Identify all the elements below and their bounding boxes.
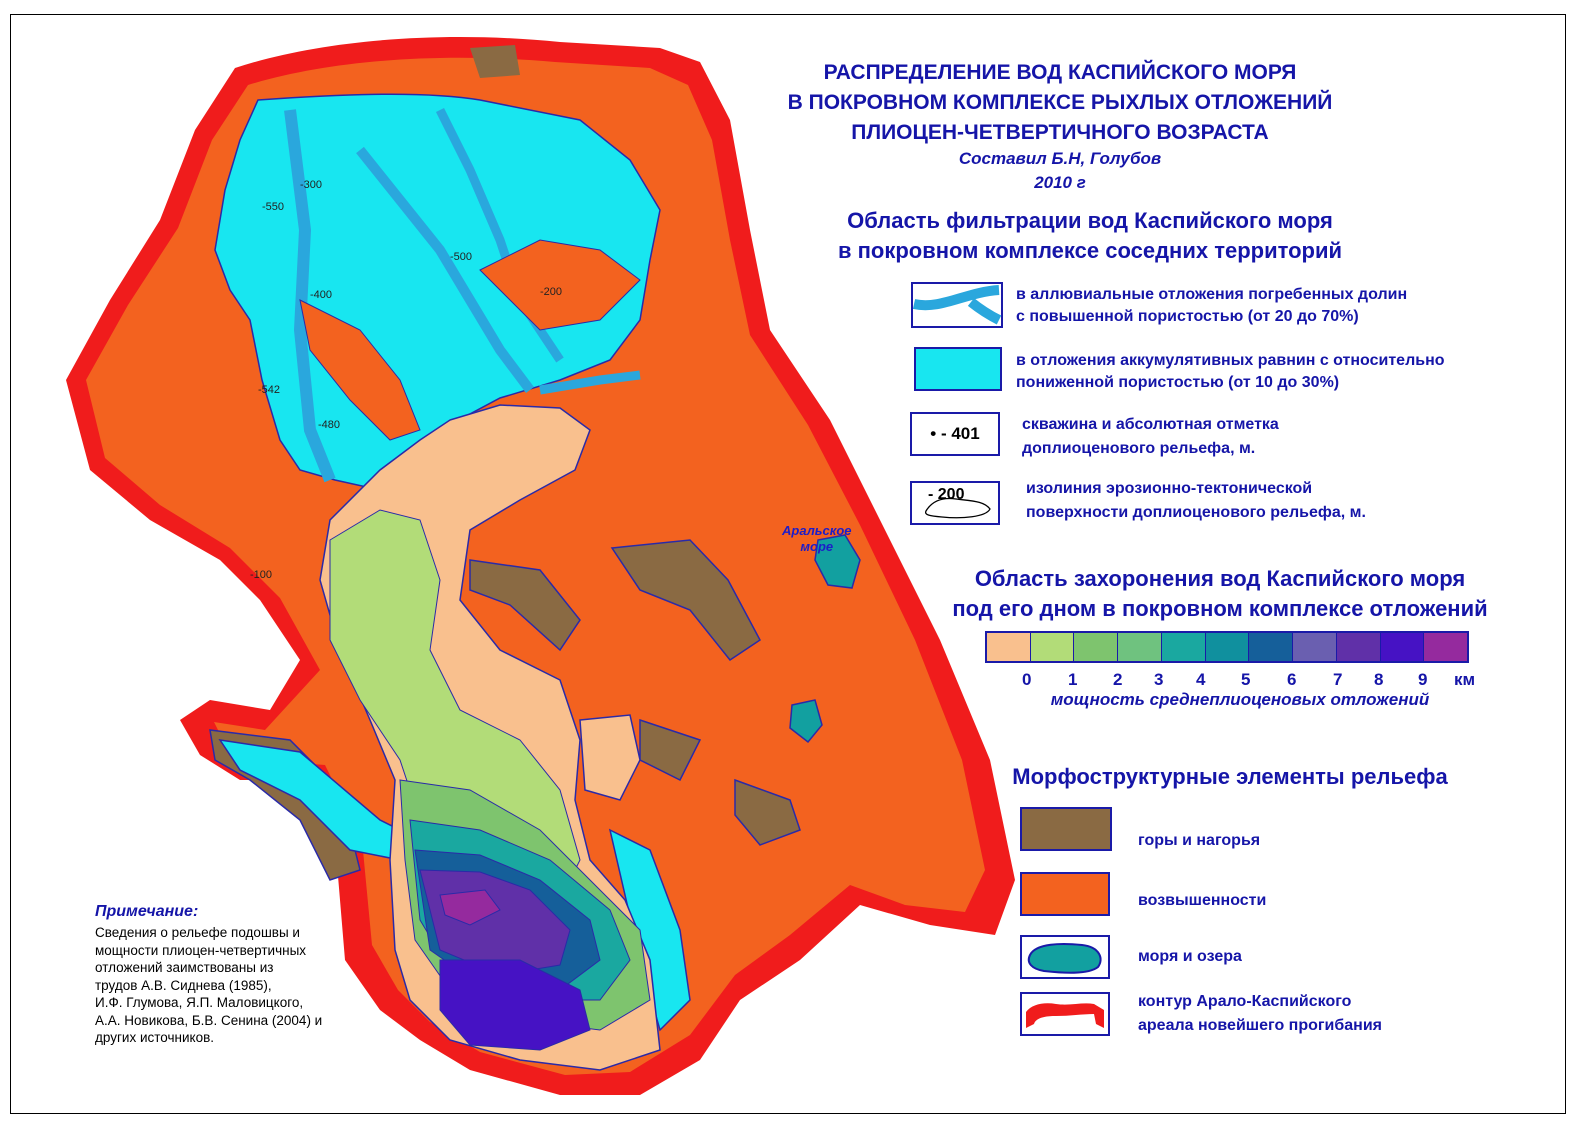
author: Составил Б.Н, Голубов bbox=[958, 149, 1162, 168]
contour-label: -550 bbox=[262, 201, 284, 213]
legend-well-line1: скважина и абсолютная отметка bbox=[1022, 416, 1279, 433]
buried-valley bbox=[356, 146, 534, 393]
plateau bbox=[579, 714, 641, 801]
legend-contour-line1: контур Арало-Каспийского bbox=[1138, 993, 1352, 1010]
scale-label-8: 8 bbox=[1374, 670, 1384, 689]
isoline-icon bbox=[924, 497, 991, 519]
legend-plains-line1: в отложения аккумулятивных равнин с отно… bbox=[1016, 352, 1445, 369]
scale-label-6: 6 bbox=[1287, 670, 1297, 689]
scale-cell-8 bbox=[1335, 633, 1380, 661]
contour-label: -480 bbox=[318, 419, 340, 431]
caspian-zone-1 bbox=[329, 509, 581, 901]
note-line: других источников. bbox=[95, 1030, 215, 1045]
scale-label-1: 1 bbox=[1068, 670, 1078, 689]
mountain-patch bbox=[639, 718, 702, 782]
mountain-patch bbox=[734, 778, 801, 846]
mountain-patch bbox=[469, 559, 581, 652]
note-body: Сведения о рельефе подошвы и мощности пл… bbox=[95, 924, 395, 1047]
caspian-zone-10 bbox=[439, 889, 501, 926]
scale-cell-1 bbox=[1029, 633, 1074, 661]
scale-label-7: 7 bbox=[1333, 670, 1343, 689]
legend-valley-line1: в аллювиальные отложения погребенных дол… bbox=[1016, 286, 1408, 303]
lake-icon bbox=[1027, 943, 1102, 974]
scale-cell-6 bbox=[1248, 633, 1293, 661]
scale-label-9: 9 bbox=[1418, 670, 1428, 689]
contour-label: -300 bbox=[300, 179, 322, 191]
contour-label: -542 bbox=[258, 384, 280, 396]
year: 2010 г bbox=[1034, 173, 1086, 192]
accumulative-plains bbox=[214, 93, 661, 491]
title-line1: РАСПРЕДЕЛЕНИЕ ВОД КАСПИЙСКОГО МОРЯ bbox=[823, 61, 1297, 84]
note-line: мощности плиоцен-четвертичных bbox=[95, 942, 307, 958]
note-line: Сведения о рельефе подошвы и bbox=[95, 925, 300, 940]
caspian-zone-9 bbox=[439, 959, 591, 1051]
scale-label-3: 3 bbox=[1154, 670, 1164, 689]
aral-sea-label: Аральское море bbox=[782, 523, 852, 555]
burial-heading-line1: Область захоронения вод Каспийского моря bbox=[974, 566, 1466, 591]
contour-label: -100 bbox=[250, 569, 272, 581]
legend-uplands: возвышенности bbox=[1138, 892, 1267, 909]
thickness-scale-bar bbox=[985, 631, 1469, 663]
scale-label-5: 5 bbox=[1241, 670, 1251, 689]
valley-swatch bbox=[911, 282, 1003, 328]
contour-swatch bbox=[1020, 992, 1110, 1036]
seas-swatch bbox=[1020, 935, 1110, 979]
legend-isoline-line1: изолиния эрозионно-тектонической bbox=[1026, 480, 1313, 497]
upland-island bbox=[479, 239, 641, 331]
plains-swatch bbox=[914, 347, 1002, 391]
filtration-heading-line1: Область фильтрации вод Каспийского моря bbox=[847, 208, 1333, 233]
scale-cell-5 bbox=[1204, 633, 1249, 661]
legend-mountains: горы и нагорья bbox=[1138, 832, 1261, 849]
legend-contour-line2: ареала новейшего прогибания bbox=[1138, 1017, 1383, 1034]
note-line: И.Ф. Глумова, Я.П. Маловицкого, bbox=[95, 995, 304, 1010]
mountain-patch bbox=[610, 539, 761, 662]
note-line: трудов А.В. Сиднева (1985), bbox=[95, 977, 272, 993]
scale-label-10: км bbox=[1454, 670, 1476, 689]
burial-heading-line2: под его дном в покровном комплексе отлож… bbox=[952, 596, 1488, 621]
aral-label-line1: Аральское bbox=[782, 523, 852, 538]
well-swatch: • - 401 bbox=[910, 412, 1000, 456]
scale-label-4: 4 bbox=[1196, 670, 1206, 689]
contour-label: -200 bbox=[540, 286, 562, 298]
scale-cell-4 bbox=[1160, 633, 1205, 661]
note-line: А.А. Новикова, Б.В. Сенина (2004) и bbox=[95, 1012, 323, 1028]
upland-island bbox=[299, 299, 421, 441]
title-line2: В ПОКРОВНОМ КОМПЛЕКСЕ РЫХЛЫХ ОТЛОЖЕНИЙ bbox=[787, 91, 1333, 114]
legend-seas: моря и озера bbox=[1138, 948, 1242, 965]
aral-sea bbox=[814, 534, 861, 589]
legend-plains-line2: пониженной пористостью (от 10 до 30%) bbox=[1016, 374, 1340, 391]
mountain-patch bbox=[470, 45, 520, 78]
scale-cell-9 bbox=[1379, 633, 1424, 661]
scale-cell-10 bbox=[1423, 633, 1468, 661]
title-line3: ПЛИОЦЕН-ЧЕТВЕРТИЧНОГО ВОЗРАСТА bbox=[851, 121, 1269, 144]
note-line: отложений заимствованы из bbox=[95, 960, 274, 975]
scale-caption: мощность среднеплиоценовых отложений bbox=[1050, 690, 1430, 709]
buried-valley bbox=[539, 370, 641, 395]
contour-label: -400 bbox=[310, 289, 332, 301]
note-title: Примечание: bbox=[95, 903, 199, 920]
scale-label-2: 2 bbox=[1113, 670, 1123, 689]
morpho-heading: Морфоструктурные элементы рельефа bbox=[1012, 764, 1448, 789]
aral-label-line2: море bbox=[800, 539, 834, 554]
mountains-swatch bbox=[1020, 807, 1112, 851]
uplands-swatch bbox=[1020, 872, 1110, 916]
legend-well-line2: доплиоценового рельефа, м. bbox=[1022, 440, 1256, 457]
scale-label-0: 0 bbox=[1022, 670, 1032, 689]
isoline-swatch-label: - 200 bbox=[928, 486, 965, 503]
buried-valley bbox=[284, 109, 336, 483]
scale-cell-3 bbox=[1117, 633, 1161, 661]
scale-cell-0 bbox=[987, 633, 1030, 661]
legend-valley-line2: с повышенной пористостью (от 20 до 70%) bbox=[1016, 308, 1359, 325]
isoline-swatch: - 200 bbox=[910, 481, 1000, 525]
scale-cell-7 bbox=[1292, 633, 1336, 661]
scale-cell-2 bbox=[1073, 633, 1118, 661]
lake bbox=[789, 699, 823, 744]
legend-isoline-line2: поверхности доплиоценового рельефа, м. bbox=[1026, 504, 1366, 521]
contour-icon bbox=[1026, 1003, 1104, 1028]
contour-label: -500 bbox=[450, 251, 472, 263]
filtration-heading-line2: в покровном комплексе соседних территори… bbox=[837, 238, 1343, 263]
